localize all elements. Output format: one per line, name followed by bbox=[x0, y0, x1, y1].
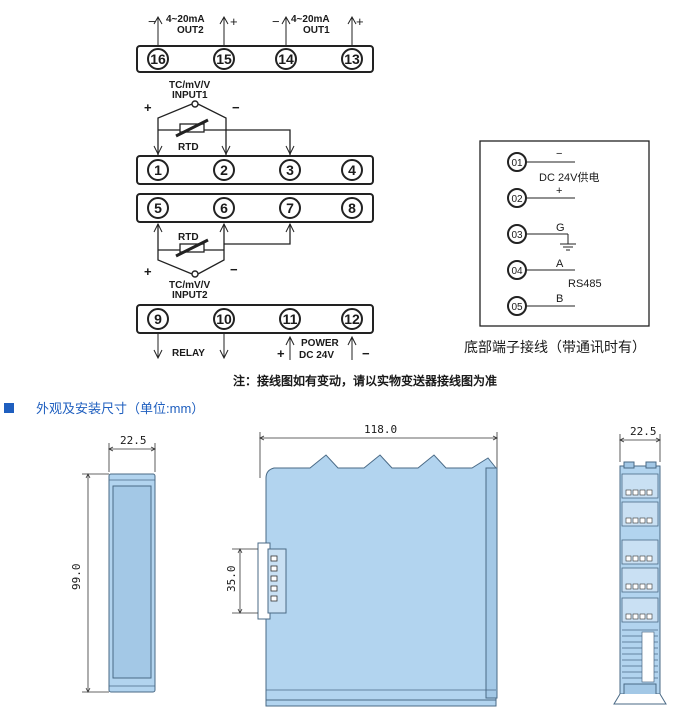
wiring-note: 注：接线图如有变动，请以实物变送器接线图为准 bbox=[233, 373, 497, 388]
power-plus: + bbox=[277, 346, 285, 361]
bottom-panel-caption: 底部端子接线（带通讯时有） bbox=[464, 339, 646, 355]
power-minus: − bbox=[362, 346, 370, 361]
input1-name: INPUT1 bbox=[172, 90, 208, 101]
pin-03: 03 bbox=[511, 230, 523, 241]
input2-type: TC/mV/V bbox=[169, 280, 210, 291]
bottom-terminal-labels: RELAY + POWER DC 24V − bbox=[172, 338, 370, 361]
input1-labels: TC/mV/V INPUT1 + − RTD bbox=[144, 80, 240, 153]
out1-label: 4~20mA bbox=[291, 14, 330, 25]
terminal-16: 16 bbox=[150, 51, 166, 67]
pin1-sign: − bbox=[556, 148, 562, 160]
a-label: A bbox=[556, 258, 564, 270]
bottom-terminal-strip bbox=[136, 304, 374, 334]
terminal-strip-a bbox=[136, 155, 374, 185]
out1-minus: − bbox=[272, 14, 280, 29]
right-view: 22.5 bbox=[613, 425, 667, 705]
bottom-terminal-pins: 01 02 03 04 05 bbox=[507, 152, 527, 316]
top-terminal-strip bbox=[136, 45, 374, 73]
out2-plus: + bbox=[230, 14, 238, 29]
terminal-11: 11 bbox=[283, 311, 298, 327]
out2-label: 4~20mA bbox=[166, 14, 205, 25]
terminal-6: 6 bbox=[220, 200, 228, 216]
top-terminal-screws: 16 15 14 13 bbox=[147, 48, 363, 70]
terminal-strip-b bbox=[136, 193, 374, 223]
terminal-5: 5 bbox=[154, 200, 162, 216]
section-square-icon bbox=[4, 403, 14, 413]
out2-sub: OUT2 bbox=[177, 25, 204, 36]
input2-plus: + bbox=[144, 264, 152, 279]
middle-view: 118.0 35.0 bbox=[225, 423, 498, 707]
input2-name: INPUT2 bbox=[172, 290, 208, 301]
terminal-strip-a-screws: 1 2 3 4 bbox=[147, 159, 363, 181]
top-terminal-labels: − 4~20mA OUT2 + − 4~20mA OUT1 + bbox=[148, 14, 364, 36]
right-width-dim: 22.5 bbox=[630, 425, 657, 438]
left-view: 22.5 99.0 bbox=[70, 434, 156, 693]
pin-05: 05 bbox=[511, 302, 523, 313]
left-height-dim: 99.0 bbox=[70, 564, 83, 591]
input1-type: TC/mV/V bbox=[169, 80, 210, 91]
power-voltage: DC 24V bbox=[299, 350, 334, 361]
input1-rtd: RTD bbox=[178, 142, 199, 153]
terminal-10: 10 bbox=[216, 311, 232, 327]
top-arrows bbox=[153, 15, 357, 46]
terminal-12: 12 bbox=[344, 311, 360, 327]
bottom-panel-leads bbox=[526, 161, 576, 307]
relay-label: RELAY bbox=[172, 348, 205, 359]
bottom-terminal-screws: 9 10 11 12 bbox=[147, 308, 363, 330]
g-label: G bbox=[556, 222, 565, 234]
input2-rtd: RTD bbox=[178, 232, 199, 243]
input2-labels: RTD + − TC/mV/V INPUT2 bbox=[144, 232, 238, 301]
section-title: 外观及安装尺寸（单位:mm） bbox=[36, 401, 204, 416]
terminal-3: 3 bbox=[286, 162, 294, 178]
middle-width-dim: 118.0 bbox=[364, 423, 397, 436]
middle-rail-dim: 35.0 bbox=[225, 566, 238, 593]
power-label: POWER bbox=[301, 338, 340, 349]
pin-02: 02 bbox=[511, 194, 523, 205]
input1-wires bbox=[153, 100, 295, 156]
terminal-strip-b-screws: 5 6 7 8 bbox=[147, 197, 363, 219]
out1-plus: + bbox=[356, 14, 364, 29]
bottom-arrows bbox=[153, 333, 357, 360]
terminal-13: 13 bbox=[344, 51, 360, 67]
input2-minus: − bbox=[230, 262, 238, 277]
terminal-4: 4 bbox=[348, 162, 356, 178]
input1-plus: + bbox=[144, 100, 152, 115]
terminal-9: 9 bbox=[154, 311, 162, 327]
out2-minus: − bbox=[148, 14, 156, 29]
rs485-label: RS485 bbox=[568, 278, 602, 290]
dc-supply-label: DC 24V供电 bbox=[539, 170, 600, 184]
input2-wires bbox=[153, 222, 295, 278]
pin-01: 01 bbox=[511, 158, 523, 169]
terminal-14: 14 bbox=[278, 51, 294, 67]
terminal-15: 15 bbox=[216, 51, 232, 67]
input1-minus: − bbox=[232, 100, 240, 115]
terminal-1: 1 bbox=[154, 162, 162, 178]
terminal-7: 7 bbox=[286, 200, 294, 216]
b-label: B bbox=[556, 293, 563, 305]
terminal-2: 2 bbox=[220, 162, 228, 178]
pin-04: 04 bbox=[511, 266, 523, 277]
left-width-dim: 22.5 bbox=[120, 434, 147, 447]
terminal-8: 8 bbox=[348, 200, 356, 216]
pin2-sign: + bbox=[556, 185, 562, 197]
bottom-panel-labels: − DC 24V供电 + G A RS485 B bbox=[539, 148, 602, 305]
out1-sub: OUT1 bbox=[303, 25, 330, 36]
